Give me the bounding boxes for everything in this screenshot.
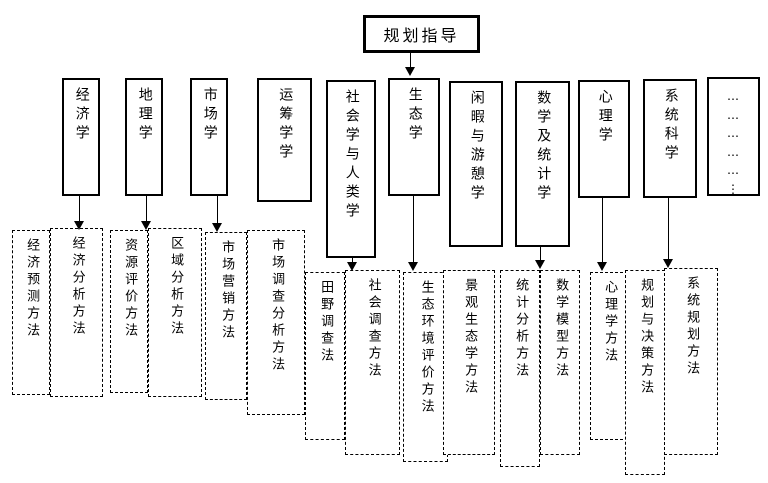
method-market-survey-analysis-label: 市场调查分析方法 <box>269 238 285 374</box>
method-economic-forecasting: 经济预测方法 <box>12 230 50 395</box>
discipline-psychology: 心理学 <box>578 80 630 198</box>
discipline-marketing: 市场学 <box>190 78 228 196</box>
method-regional-analysis-label: 区域分析方法 <box>168 236 184 338</box>
arrow-shaft <box>413 196 415 264</box>
method-planning-decision: 规划与决策方法 <box>625 270 665 475</box>
discipline-systems-science-label: 系统科学 <box>662 88 679 164</box>
arrowhead-down-icon <box>74 221 84 230</box>
discipline-ecology-label: 生态学 <box>406 87 423 144</box>
method-psychology-methods: 心理学方法 <box>590 272 628 440</box>
discipline-economics: 经济学 <box>62 78 100 196</box>
discipline-leisure-recreation-label: 闲暇与游憩学 <box>468 90 485 204</box>
arrow-geography <box>141 196 152 230</box>
method-landscape-ecology: 景观生态学方法 <box>443 270 495 455</box>
method-statistical-analysis: 统计分析方法 <box>500 270 540 467</box>
discipline-psychology-label: 心理学 <box>596 89 613 146</box>
method-statistical-analysis-label: 统计分析方法 <box>513 278 529 380</box>
discipline-economics-label: 经济学 <box>73 87 90 144</box>
method-math-model-label: 数学模型方法 <box>553 278 569 380</box>
arrowhead-down-icon <box>535 260 545 269</box>
method-social-survey-label: 社会调查方法 <box>365 278 381 380</box>
arrow-root-to-disciplines <box>405 53 416 76</box>
method-marketing-methods: 市场营销方法 <box>205 232 247 400</box>
arrowhead-down-icon <box>141 221 151 230</box>
discipline-ecology: 生态学 <box>388 78 440 196</box>
arrow-shaft <box>668 198 670 261</box>
method-economic-forecasting-label: 经济预测方法 <box>24 238 40 340</box>
discipline-leisure-recreation: 闲暇与游憩学 <box>449 81 503 247</box>
arrow-ecology <box>408 196 419 271</box>
arrowhead-down-icon <box>408 262 418 271</box>
discipline-operations-research: 运筹学学 <box>257 78 312 202</box>
method-eco-environment-evaluation-label: 生态环境评价方法 <box>418 280 434 416</box>
discipline-marketing-label: 市场学 <box>201 87 218 144</box>
method-system-planning: 系统规划方法 <box>664 268 718 455</box>
arrow-shaft <box>352 258 354 264</box>
method-system-planning-label: 系统规划方法 <box>684 276 700 378</box>
node-planning-guidance: 规划指导 <box>363 15 480 53</box>
method-field-survey-label: 田野调查法 <box>318 280 334 365</box>
arrow-shaft <box>79 196 81 223</box>
arrowhead-down-icon <box>663 259 673 268</box>
discipline-geography-label: 地理学 <box>136 87 153 144</box>
method-resource-evaluation: 资源评价方法 <box>110 230 148 393</box>
planning-guidance-label: 规划指导 <box>383 26 460 45</box>
arrowhead-down-icon <box>347 262 357 271</box>
discipline-geography: 地理学 <box>125 78 163 196</box>
arrow-shaft <box>540 247 542 262</box>
method-marketing-methods-label: 市场营销方法 <box>219 240 235 342</box>
arrowhead-down-icon <box>212 223 222 232</box>
discipline-sociology-anthropology: 社会学与人类学 <box>326 80 376 258</box>
arrow-sociology <box>347 258 358 271</box>
discipline-systems-science: 系统科学 <box>643 79 697 198</box>
arrow-psychology <box>597 198 608 271</box>
arrowhead-down-icon <box>597 262 607 271</box>
method-economic-analysis-label: 经济分析方法 <box>69 236 85 338</box>
method-eco-environment-evaluation: 生态环境评价方法 <box>403 272 448 462</box>
method-psychology-methods-label: 心理学方法 <box>602 280 618 365</box>
discipline-ellipsis-label: … … … … … ⋮ <box>727 89 740 196</box>
arrow-shaft <box>217 196 219 225</box>
arrow-math-statistics <box>535 247 546 269</box>
arrow-marketing <box>212 196 223 232</box>
method-math-model: 数学模型方法 <box>540 270 580 455</box>
arrow-shaft <box>146 196 148 223</box>
method-regional-analysis: 区域分析方法 <box>148 228 202 397</box>
method-social-survey: 社会调查方法 <box>345 270 400 455</box>
method-resource-evaluation-label: 资源评价方法 <box>122 238 138 340</box>
method-market-survey-analysis: 市场调查分析方法 <box>247 230 305 415</box>
arrow-systems-science <box>663 198 674 268</box>
discipline-ellipsis: … … … … … ⋮ <box>707 77 760 196</box>
discipline-math-statistics-label: 数学及统计学 <box>535 90 552 204</box>
arrow-economics <box>74 196 85 230</box>
discipline-operations-research-label: 运筹学学 <box>277 87 294 163</box>
discipline-sociology-anthropology-label: 社会学与人类学 <box>343 89 360 222</box>
method-economic-analysis: 经济分析方法 <box>50 228 103 397</box>
arrow-shaft <box>410 53 412 69</box>
arrow-shaft <box>602 198 604 264</box>
discipline-math-statistics: 数学及统计学 <box>515 81 570 247</box>
method-landscape-ecology-label: 景观生态学方法 <box>462 278 478 397</box>
method-field-survey: 田野调查法 <box>305 272 345 440</box>
arrowhead-down-icon <box>405 67 415 76</box>
method-planning-decision-label: 规划与决策方法 <box>638 278 654 397</box>
